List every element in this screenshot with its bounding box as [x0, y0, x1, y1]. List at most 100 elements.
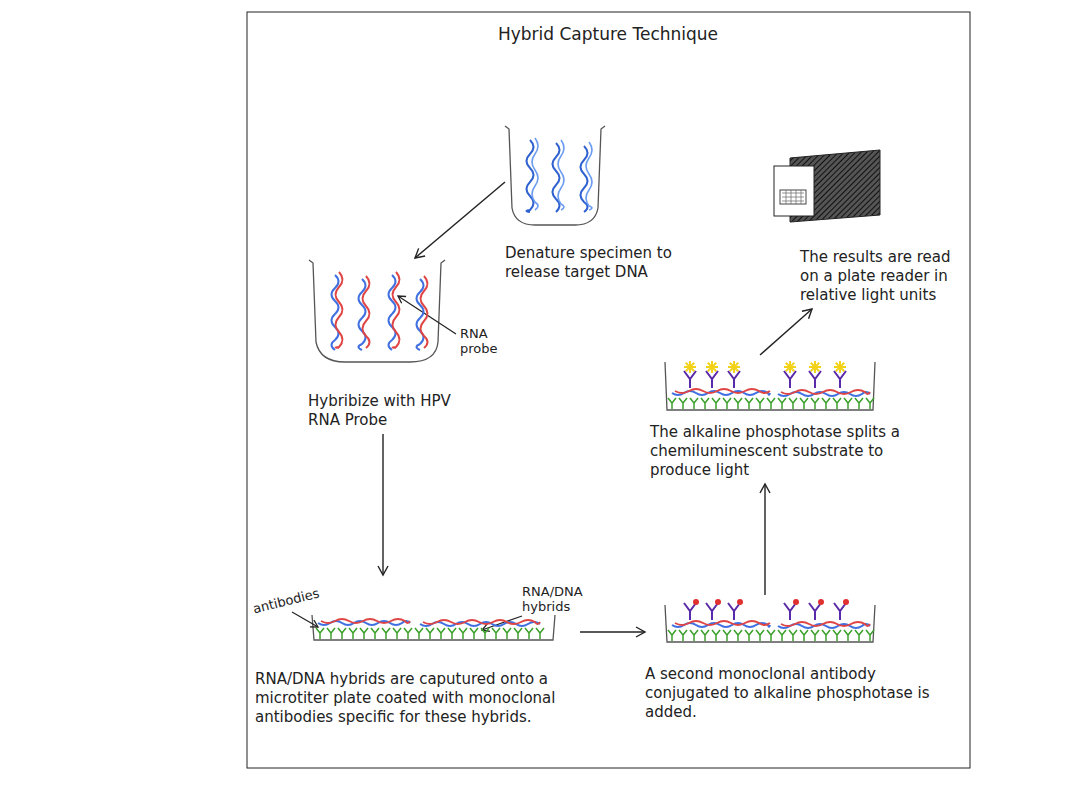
- antibody: [767, 398, 775, 409]
- antibody: [481, 628, 489, 639]
- conjugate-antibody: [684, 603, 696, 620]
- plate-reader: [774, 150, 880, 222]
- conjugate-antibody: [784, 603, 796, 620]
- antibody: [789, 630, 797, 641]
- microtiter-well: [665, 362, 875, 410]
- antibody: [690, 630, 698, 641]
- conjugate-antibody: [706, 603, 718, 620]
- antibody: [745, 630, 753, 641]
- dna-strand: [389, 275, 396, 350]
- antibody: [470, 628, 478, 639]
- antibody: [800, 630, 808, 641]
- callout-label: RNA probe: [460, 326, 504, 356]
- antibody: [349, 628, 357, 639]
- antibody: [712, 398, 720, 409]
- enzyme: [737, 599, 743, 605]
- antibody: [382, 628, 390, 639]
- dna-strand: [532, 138, 538, 210]
- antibody: [866, 630, 874, 641]
- diagram-title: Hybrid Capture Technique: [498, 24, 718, 44]
- step-caption: A second monoclonal antibody conjugated …: [645, 665, 935, 722]
- rna-probe: [336, 272, 343, 348]
- enzyme: [693, 599, 699, 605]
- conjugate-antibody: [834, 371, 846, 388]
- antibody: [514, 628, 522, 639]
- light: [840, 363, 844, 367]
- dna-strand: [417, 279, 424, 350]
- conjugate-antibody: [706, 371, 718, 388]
- dna-strand: [332, 275, 339, 350]
- rna-probe: [363, 276, 370, 348]
- antibody: [723, 630, 731, 641]
- antibody: [844, 630, 852, 641]
- step-caption: Hybribize with HPV RNA Probe: [308, 392, 468, 430]
- conjugate-antibody: [728, 371, 740, 388]
- step-caption: Denature specimen to release target DNA: [505, 244, 730, 282]
- antibody: [371, 628, 379, 639]
- antibody: [822, 398, 830, 409]
- flow-arrow: [382, 434, 383, 575]
- step-caption: The alkaline phosphotase splits a chemil…: [650, 423, 935, 480]
- enzyme: [715, 599, 721, 605]
- antibody: [723, 398, 731, 409]
- light: [790, 363, 794, 367]
- antibody: [712, 630, 720, 641]
- antibody: [855, 630, 863, 641]
- antibody: [844, 398, 852, 409]
- callout-label: RNA/DNA hybrids: [522, 584, 592, 614]
- antibody: [338, 628, 346, 639]
- antibody: [536, 628, 544, 639]
- antibody: [734, 630, 742, 641]
- flow-arrow: [580, 631, 645, 632]
- light: [815, 363, 819, 367]
- antibody: [404, 628, 412, 639]
- antibody: [811, 398, 819, 409]
- process-step: A second monoclonal antibody conjugated …: [645, 595, 935, 726]
- dna-strand: [553, 143, 560, 212]
- antibody: [767, 630, 775, 641]
- hybrid: [675, 621, 770, 625]
- antibody: [855, 398, 863, 409]
- antibody: [503, 628, 511, 639]
- conjugate-antibody: [809, 371, 821, 388]
- process-step: Denature specimen to release target DNA: [505, 122, 730, 286]
- light: [712, 363, 716, 367]
- callout-label: antibodies: [251, 583, 332, 617]
- antibody: [525, 628, 533, 639]
- antibody: [866, 398, 874, 409]
- hybrid: [781, 622, 870, 626]
- antibody: [668, 398, 676, 409]
- enzyme: [843, 599, 849, 605]
- antibody: [833, 398, 841, 409]
- antibody: [316, 628, 324, 639]
- microtiter-well: [312, 615, 555, 640]
- antibody: [668, 630, 676, 641]
- light: [734, 363, 738, 367]
- antibody: [448, 628, 456, 639]
- flow-arrow: [764, 484, 765, 595]
- hybrid: [423, 620, 540, 624]
- beaker: [505, 126, 605, 225]
- antibody: [833, 630, 841, 641]
- flow-arrow: [760, 309, 812, 355]
- antibody: [756, 630, 764, 641]
- enzyme: [793, 599, 799, 605]
- antibody: [393, 628, 401, 639]
- antibody: [789, 398, 797, 409]
- conjugate-antibody: [809, 603, 821, 620]
- process-step: Hybribize with HPV RNA Probe: [308, 258, 468, 434]
- antibody: [679, 630, 687, 641]
- dna-strand: [558, 140, 564, 210]
- antibody: [327, 628, 335, 639]
- antibody: [822, 630, 830, 641]
- antibody: [360, 628, 368, 639]
- hybrid: [321, 619, 410, 623]
- antibody: [778, 630, 786, 641]
- antibody: [778, 398, 786, 409]
- microtiter-well: [665, 605, 875, 642]
- conjugate-antibody: [684, 371, 696, 388]
- antibody: [679, 398, 687, 409]
- conjugate-antibody: [784, 371, 796, 388]
- dna-strand: [359, 279, 366, 350]
- enzyme: [818, 599, 824, 605]
